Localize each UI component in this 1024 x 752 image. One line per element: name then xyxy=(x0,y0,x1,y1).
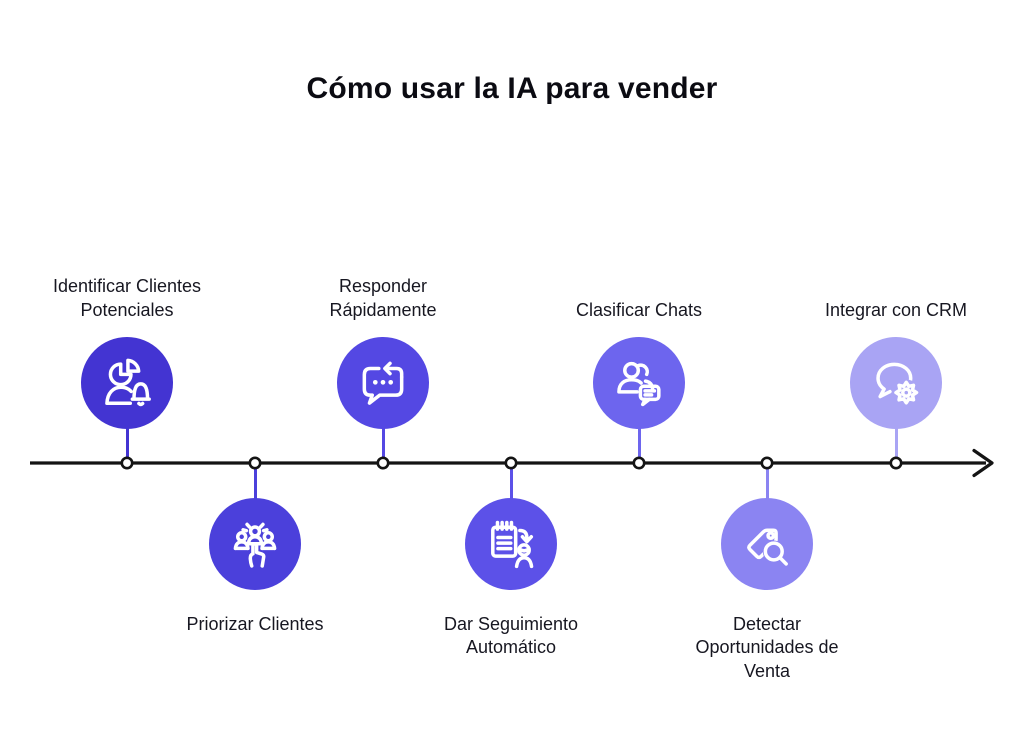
node-label: Integrar con CRM xyxy=(824,299,968,320)
timeline-node-circle xyxy=(81,337,173,429)
node-label: Responder Rápidamente xyxy=(329,276,437,320)
timeline-node-circle xyxy=(721,498,813,590)
connector-line xyxy=(253,461,257,501)
connector-line xyxy=(637,426,641,465)
connector-line xyxy=(509,461,513,501)
people-chat-bubble-icon xyxy=(617,361,661,407)
page-title: Cómo usar la IA para vender xyxy=(306,72,718,105)
chat-reply-arrow-icon xyxy=(362,361,404,405)
node-label: Dar Seguimiento Automático xyxy=(443,614,579,658)
node-label: Detectar Oportunidades de Venta xyxy=(695,614,839,681)
node-label: Identificar Clientes Potenciales xyxy=(52,276,202,320)
connector-line xyxy=(765,461,769,501)
price-tag-magnifier-icon xyxy=(747,528,788,566)
timeline-node-circle xyxy=(593,337,685,429)
connector-line xyxy=(125,426,129,465)
person-piechart-bell-icon xyxy=(105,358,151,407)
node-label: Clasificar Chats xyxy=(575,299,703,320)
people-pointing-hand-icon xyxy=(233,522,277,568)
timeline-node-circle xyxy=(209,498,301,590)
node-label: Priorizar Clientes xyxy=(186,614,324,634)
timeline-node-circle xyxy=(465,498,557,590)
clipboard-sync-person-icon xyxy=(491,520,534,569)
connector-line xyxy=(894,426,898,465)
timeline-node-circle xyxy=(850,337,942,429)
chat-bubble-gear-icon xyxy=(876,362,920,406)
arrow-head-icon xyxy=(972,448,994,478)
timeline-node-circle xyxy=(337,337,429,429)
connector-line xyxy=(381,426,385,465)
